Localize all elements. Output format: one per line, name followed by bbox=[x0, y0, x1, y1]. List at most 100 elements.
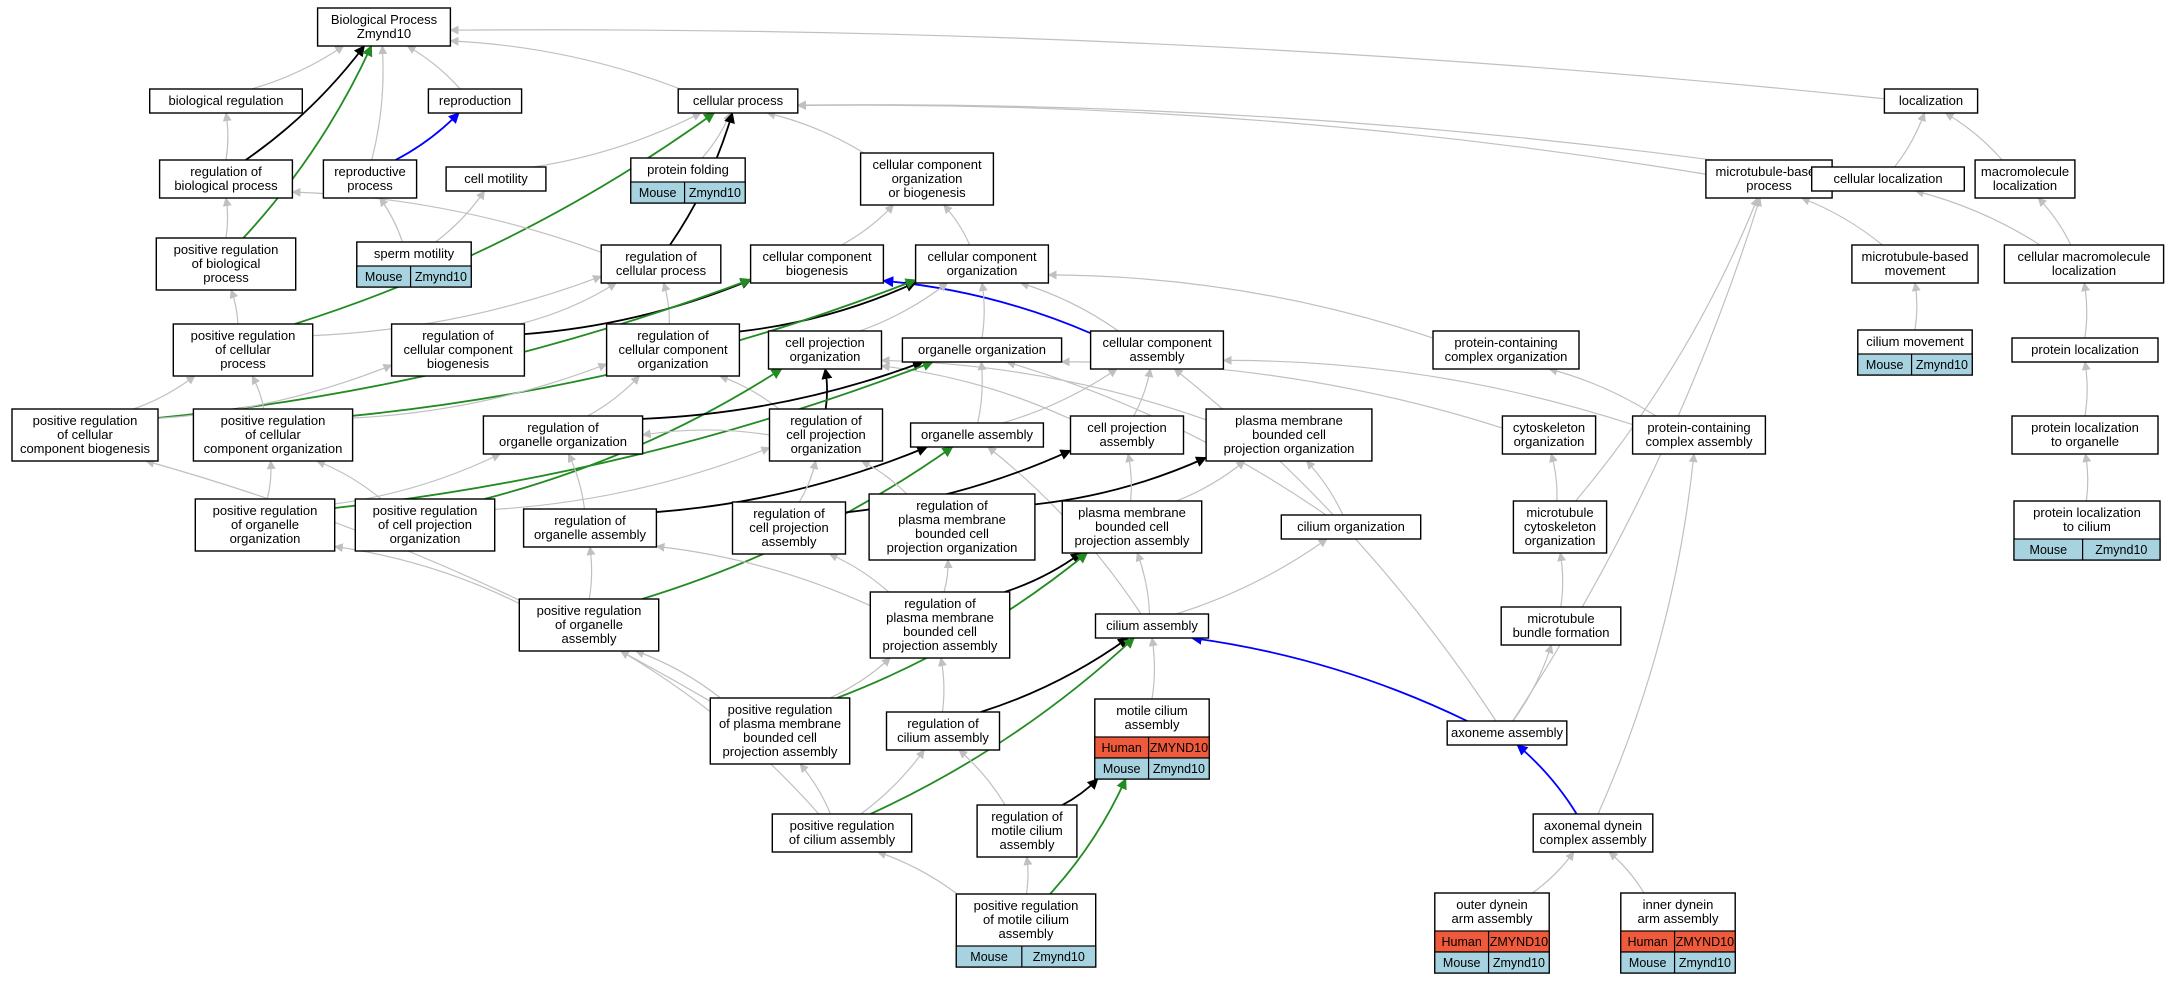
node-label-line: axoneme assembly bbox=[1451, 725, 1563, 740]
gene-label: Zmynd10 bbox=[1493, 956, 1545, 970]
is-a-edge bbox=[766, 110, 865, 154]
gene-label: Zmynd10 bbox=[1916, 358, 1968, 372]
go-term-node[interactable]: axoneme assembly bbox=[1446, 720, 1568, 746]
is-a-edge bbox=[1894, 112, 1926, 168]
go-term-node[interactable]: cellular process bbox=[677, 88, 799, 114]
go-term-node[interactable]: reproduction bbox=[427, 88, 523, 114]
node-label-line: microtubule bbox=[1527, 611, 1594, 626]
go-term-node[interactable]: cell motility bbox=[445, 166, 547, 192]
node-label-line: positive regulation bbox=[790, 818, 895, 833]
node-label-line: organelle assembly bbox=[921, 427, 1034, 442]
node-label-line: protein localization bbox=[2031, 420, 2139, 435]
is-a-edge bbox=[494, 446, 771, 510]
go-term-node[interactable]: organelle assembly bbox=[909, 422, 1045, 448]
node-box bbox=[1883, 88, 1979, 114]
go-term-node[interactable]: cilium assembly bbox=[1094, 613, 1210, 639]
node-box bbox=[909, 422, 1045, 448]
node-label-line: biogenesis bbox=[427, 356, 490, 371]
is-a-edge bbox=[567, 453, 586, 510]
node-box bbox=[1851, 244, 1979, 284]
gene-label: ZMYND10 bbox=[1490, 935, 1548, 949]
node-label-line: regulation of bbox=[637, 328, 709, 343]
node-label-line: biological process bbox=[174, 178, 278, 193]
go-term-node[interactable]: biological regulation bbox=[148, 88, 304, 114]
node-label-line: organelle organization bbox=[499, 434, 627, 449]
node-label-line: cellular component bbox=[403, 342, 513, 357]
node-label-line: Zmynd10 bbox=[357, 26, 411, 41]
node-label-line: macromolecule bbox=[1981, 164, 2069, 179]
node-label-line: reproduction bbox=[439, 93, 511, 108]
node-box bbox=[482, 415, 644, 455]
node-label-line: assembly bbox=[1125, 717, 1180, 732]
regulates-edge bbox=[642, 360, 924, 420]
go-term-node[interactable]: localization bbox=[1883, 88, 1979, 114]
go-term-node[interactable]: organelle organization bbox=[901, 337, 1063, 363]
node-box bbox=[2011, 415, 2159, 455]
is-a-edge bbox=[829, 657, 891, 699]
go-term-node[interactable]: cilium organization bbox=[1280, 514, 1422, 540]
go-term-node[interactable]: cellular localization bbox=[1810, 166, 1965, 192]
go-term-node[interactable]: protein localization bbox=[2011, 337, 2159, 363]
annotation-row-bg bbox=[1094, 757, 1210, 780]
gene-label: Zmynd10 bbox=[689, 186, 741, 200]
gene-label: Zmynd10 bbox=[1033, 950, 1085, 964]
node-label-line: process bbox=[1746, 178, 1792, 193]
node-box bbox=[771, 813, 913, 853]
is-a-edge bbox=[587, 375, 640, 417]
is-a-edge bbox=[586, 546, 596, 600]
